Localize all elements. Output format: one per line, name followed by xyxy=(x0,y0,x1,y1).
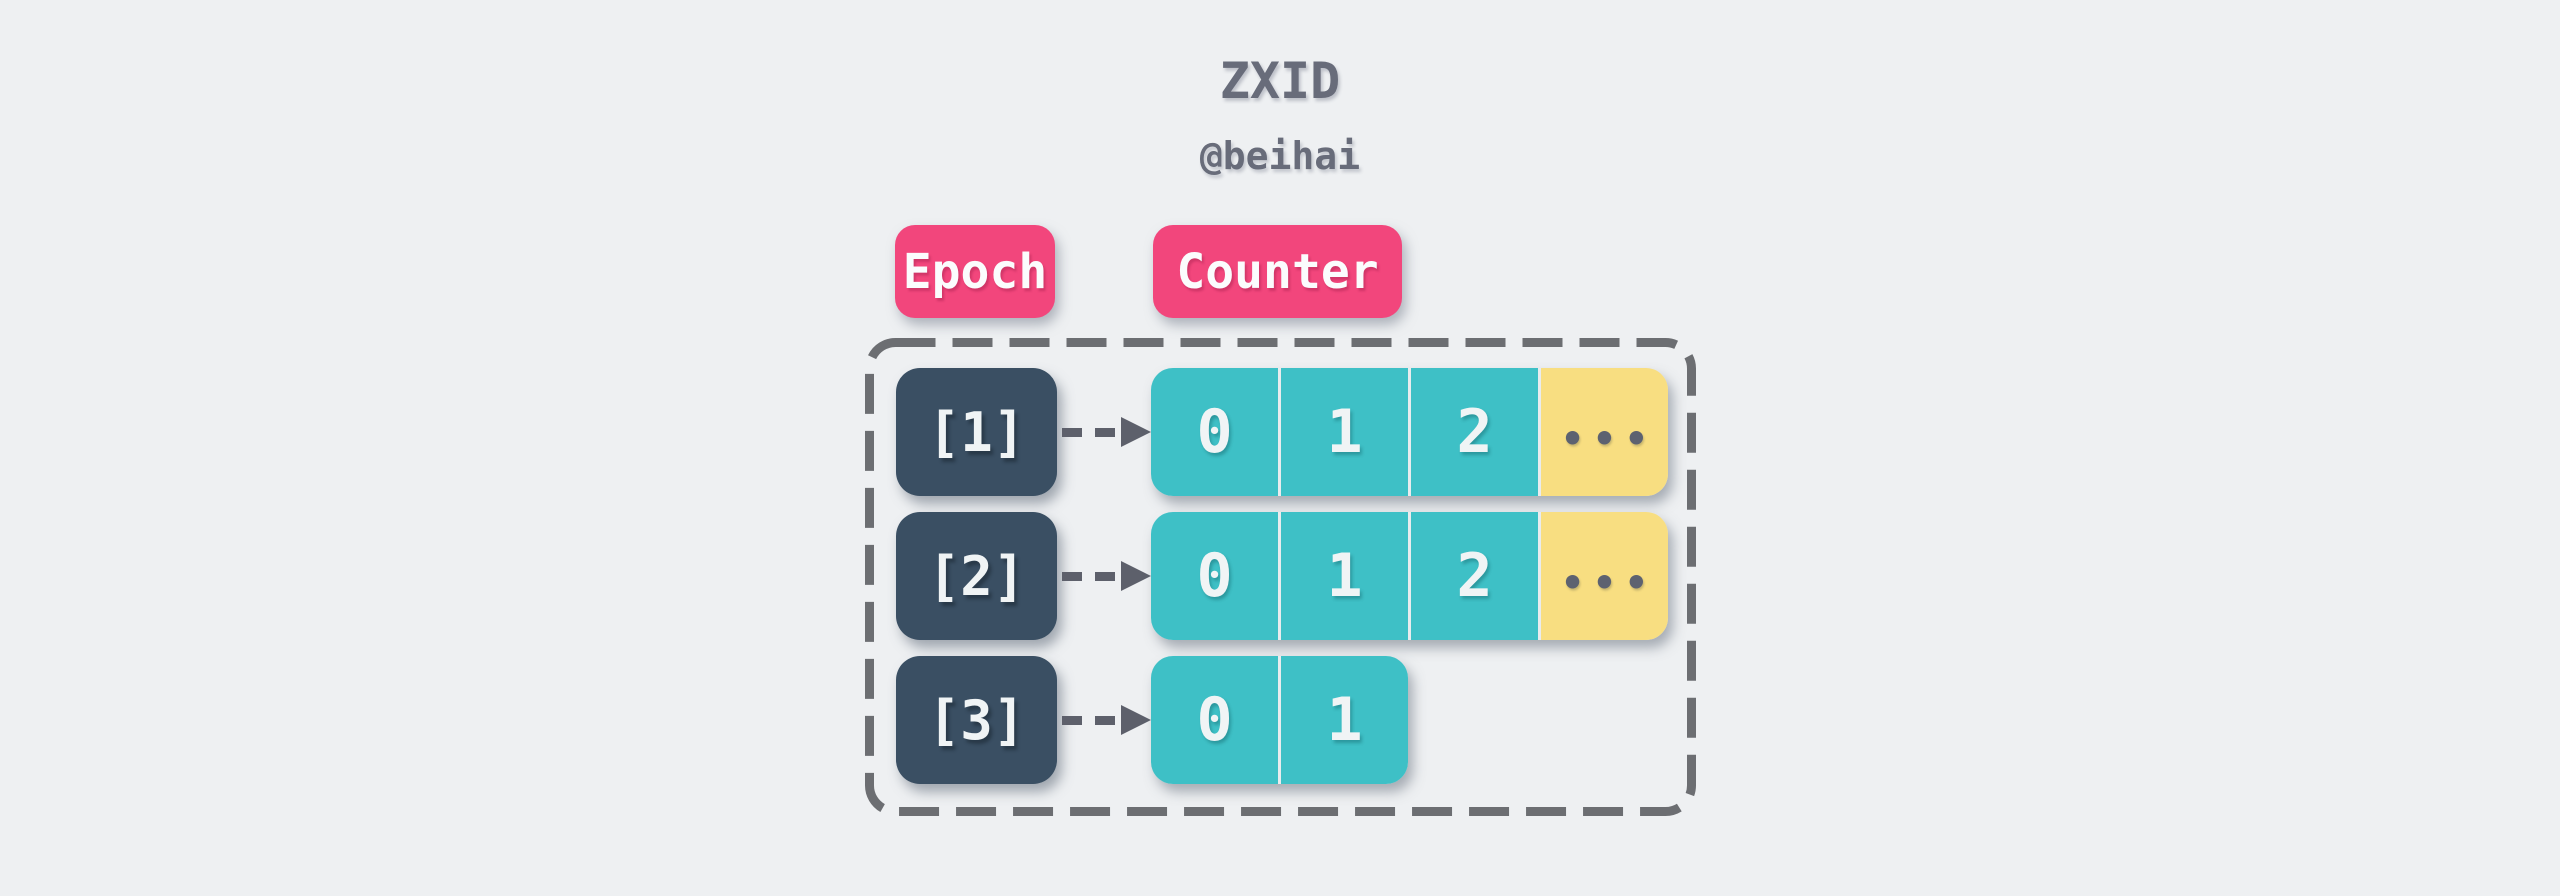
epoch-label-badge: Epoch xyxy=(895,225,1055,318)
arrow-head xyxy=(1121,561,1151,591)
counter-cell: 1 xyxy=(1281,656,1408,784)
epoch-box: [2] xyxy=(896,512,1057,640)
epoch-box: [1] xyxy=(896,368,1057,496)
ellipsis-icon: ••• xyxy=(1561,417,1657,461)
arrow-icon xyxy=(1057,368,1151,496)
author-handle: @beihai xyxy=(1199,134,1361,178)
arrow-icon xyxy=(1057,512,1151,640)
ellipsis-icon: ••• xyxy=(1561,561,1657,605)
arrow-head xyxy=(1121,705,1151,735)
arrow-head xyxy=(1121,417,1151,447)
counter-cell: 0 xyxy=(1151,368,1278,496)
arrow-dashes xyxy=(1062,715,1118,725)
arrow-dashes xyxy=(1062,427,1118,437)
arrow-icon xyxy=(1057,656,1151,784)
dashed-frame xyxy=(865,338,1696,816)
more-cell: ••• xyxy=(1541,512,1668,640)
page-title: ZXID xyxy=(1219,52,1341,110)
counter-cell: 1 xyxy=(1281,368,1408,496)
counter-cell: 0 xyxy=(1151,512,1278,640)
counter-label-badge: Counter xyxy=(1153,225,1402,318)
counter-cell: 2 xyxy=(1411,512,1538,640)
epoch-box: [3] xyxy=(896,656,1057,784)
arrow-dashes xyxy=(1062,571,1118,581)
counter-cell: 2 xyxy=(1411,368,1538,496)
counter-cell: 1 xyxy=(1281,512,1408,640)
more-cell: ••• xyxy=(1541,368,1668,496)
counter-cell: 0 xyxy=(1151,656,1278,784)
